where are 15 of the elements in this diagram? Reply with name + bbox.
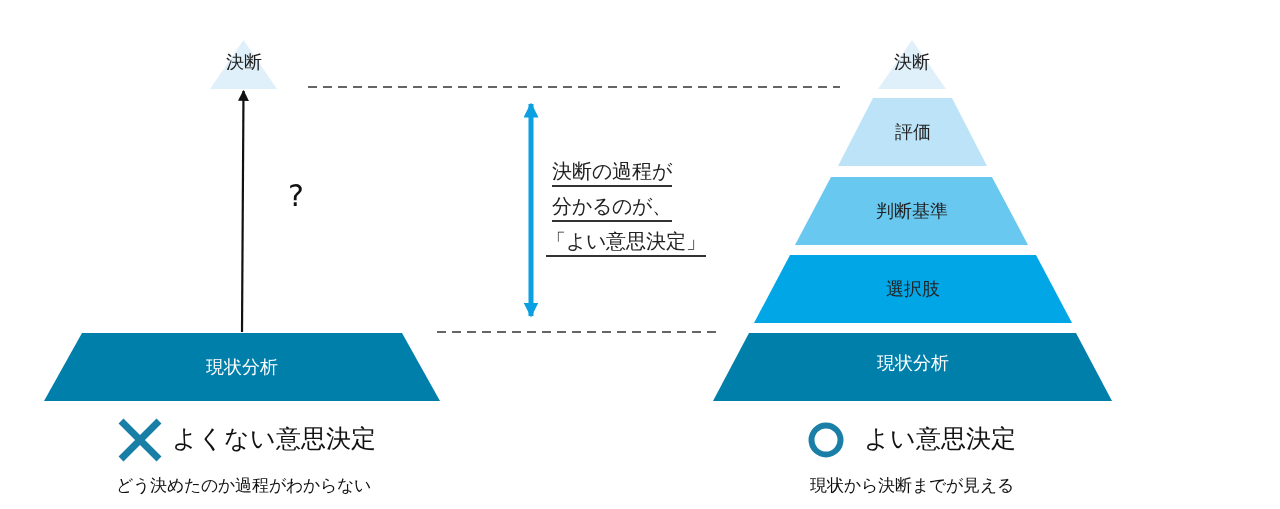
subheading: 現状から決断までが見える (810, 474, 1014, 497)
heading: よくない意思決定 (172, 423, 376, 455)
arrow (237, 89, 249, 332)
trapezoid-band: 評価 (838, 98, 987, 166)
trapezoid-band: 判断基準 (795, 177, 1028, 245)
trapezoid-band: 選択肢 (754, 255, 1072, 323)
underlined-text: 「よい意思決定」 (546, 228, 706, 257)
underlined-text: 決断の過程が (552, 158, 672, 187)
heading: よい意思決定 (864, 423, 1016, 455)
subheading: どう決めたのか過程がわからない (115, 474, 371, 497)
triangle-shape: 決断 (210, 40, 277, 89)
trapezoid-band: 現状分析 (713, 333, 1112, 401)
trapezoid-band: 現状分析 (44, 333, 440, 401)
triangle-shape: 決断 (878, 40, 946, 89)
underlined-text: 分かるのが、 (552, 193, 672, 222)
